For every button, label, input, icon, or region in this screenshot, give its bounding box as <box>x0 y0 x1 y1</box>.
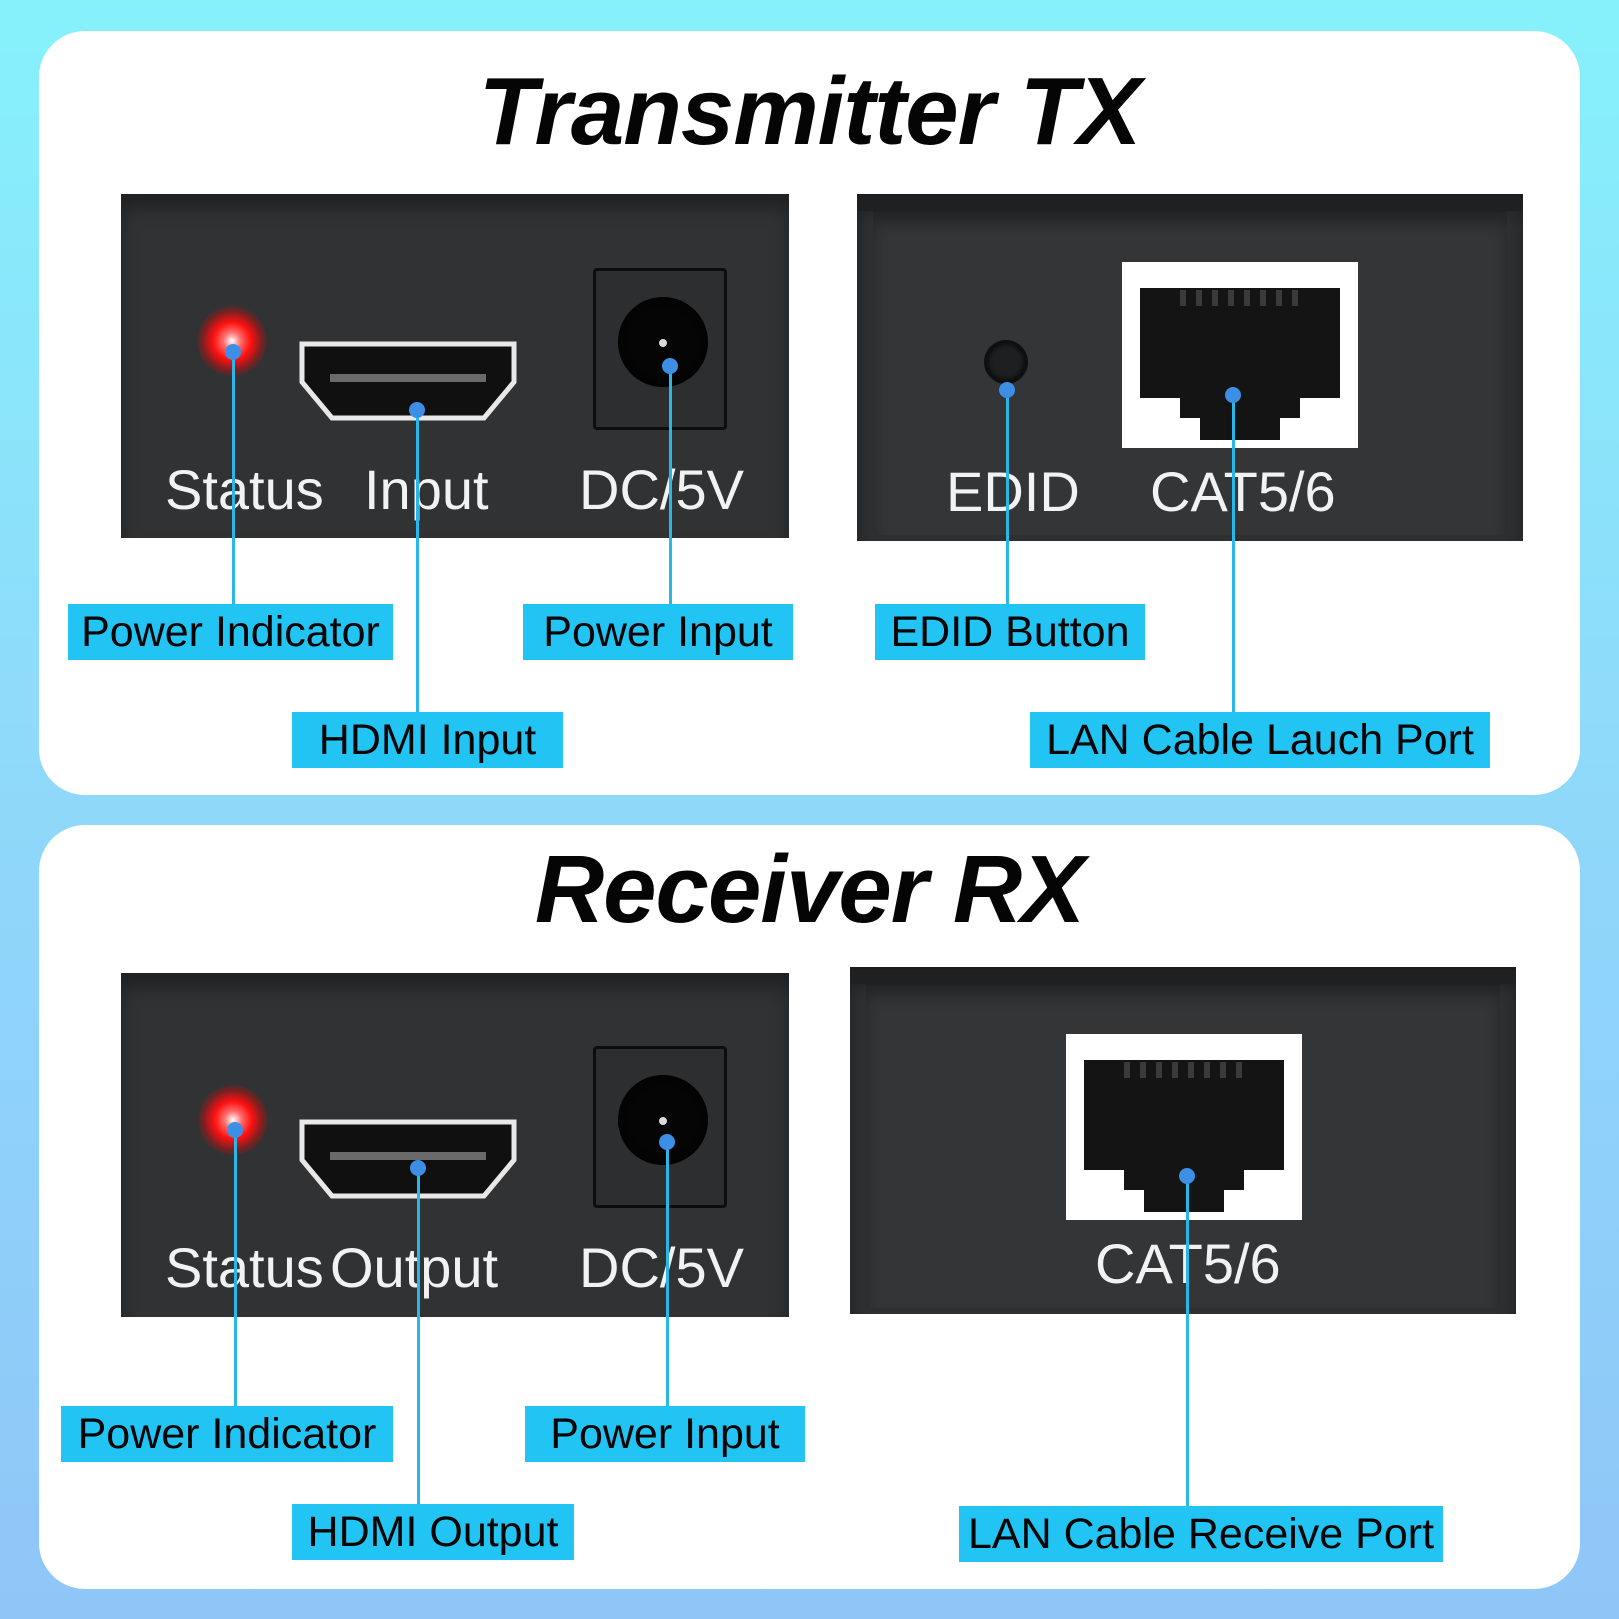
tx-dc-label: DC/5V <box>579 458 744 521</box>
rx-leader-power-input <box>666 1142 669 1406</box>
rx-leader-hdmi-output <box>417 1168 420 1514</box>
tx-leader-lan <box>1232 396 1235 716</box>
receiver-title: Receiver RX <box>534 836 1085 943</box>
tx-callout-power-indicator: Power Indicator <box>68 604 393 660</box>
tx-edid-label: EDID <box>946 460 1080 523</box>
rx-anchor-power-indicator <box>227 1122 243 1138</box>
tx-callout-power-input: Power Input <box>523 604 793 660</box>
tx-leader-power-indicator <box>232 350 235 606</box>
tx-anchor-power-input <box>662 358 678 374</box>
tx-callout-lan-port: LAN Cable Lauch Port <box>1030 712 1490 768</box>
rx-dc-jack-icon <box>593 1046 727 1208</box>
tx-callout-hdmi-input: HDMI Input <box>292 712 563 768</box>
tx-anchor-edid <box>999 382 1015 398</box>
rx-anchor-hdmi-output <box>410 1160 426 1176</box>
rx-callout-power-indicator: Power Indicator <box>61 1406 393 1462</box>
rx-output-label: Output <box>330 1236 499 1299</box>
tx-status-label: Status <box>165 458 324 521</box>
rx-callout-hdmi-output: HDMI Output <box>292 1504 574 1560</box>
rx-anchor-lan <box>1179 1168 1195 1184</box>
tx-dc-jack-icon <box>593 268 727 430</box>
rx-anchor-power-input <box>659 1134 675 1150</box>
rx-leader-power-indicator <box>234 1130 237 1406</box>
rx-dc-label: DC/5V <box>579 1236 744 1299</box>
rx-callout-power-input: Power Input <box>525 1406 805 1462</box>
tx-cat-label: CAT5/6 <box>1150 460 1336 523</box>
tx-rj45-port-icon <box>1122 262 1358 448</box>
transmitter-title: Transmitter TX <box>478 58 1142 165</box>
rx-status-led-icon <box>198 1085 268 1155</box>
tx-input-label: Input <box>364 458 489 521</box>
tx-anchor-lan <box>1225 387 1241 403</box>
tx-anchor-power-indicator <box>225 344 241 360</box>
tx-leader-power-input <box>669 366 672 606</box>
tx-anchor-hdmi-input <box>409 402 425 418</box>
rx-leader-lan <box>1186 1176 1189 1510</box>
rx-hdmi-port-icon <box>299 1119 517 1199</box>
rx-callout-lan-port: LAN Cable Receive Port <box>959 1506 1443 1562</box>
tx-callout-edid-button: EDID Button <box>875 604 1145 660</box>
tx-hdmi-port-icon <box>299 341 517 421</box>
tx-edid-button-icon[interactable] <box>984 340 1028 384</box>
tx-leader-edid <box>1006 390 1009 606</box>
tx-leader-hdmi-input <box>416 410 419 715</box>
rx-rj45-port-icon <box>1066 1034 1302 1220</box>
rx-status-label: Status <box>165 1236 324 1299</box>
